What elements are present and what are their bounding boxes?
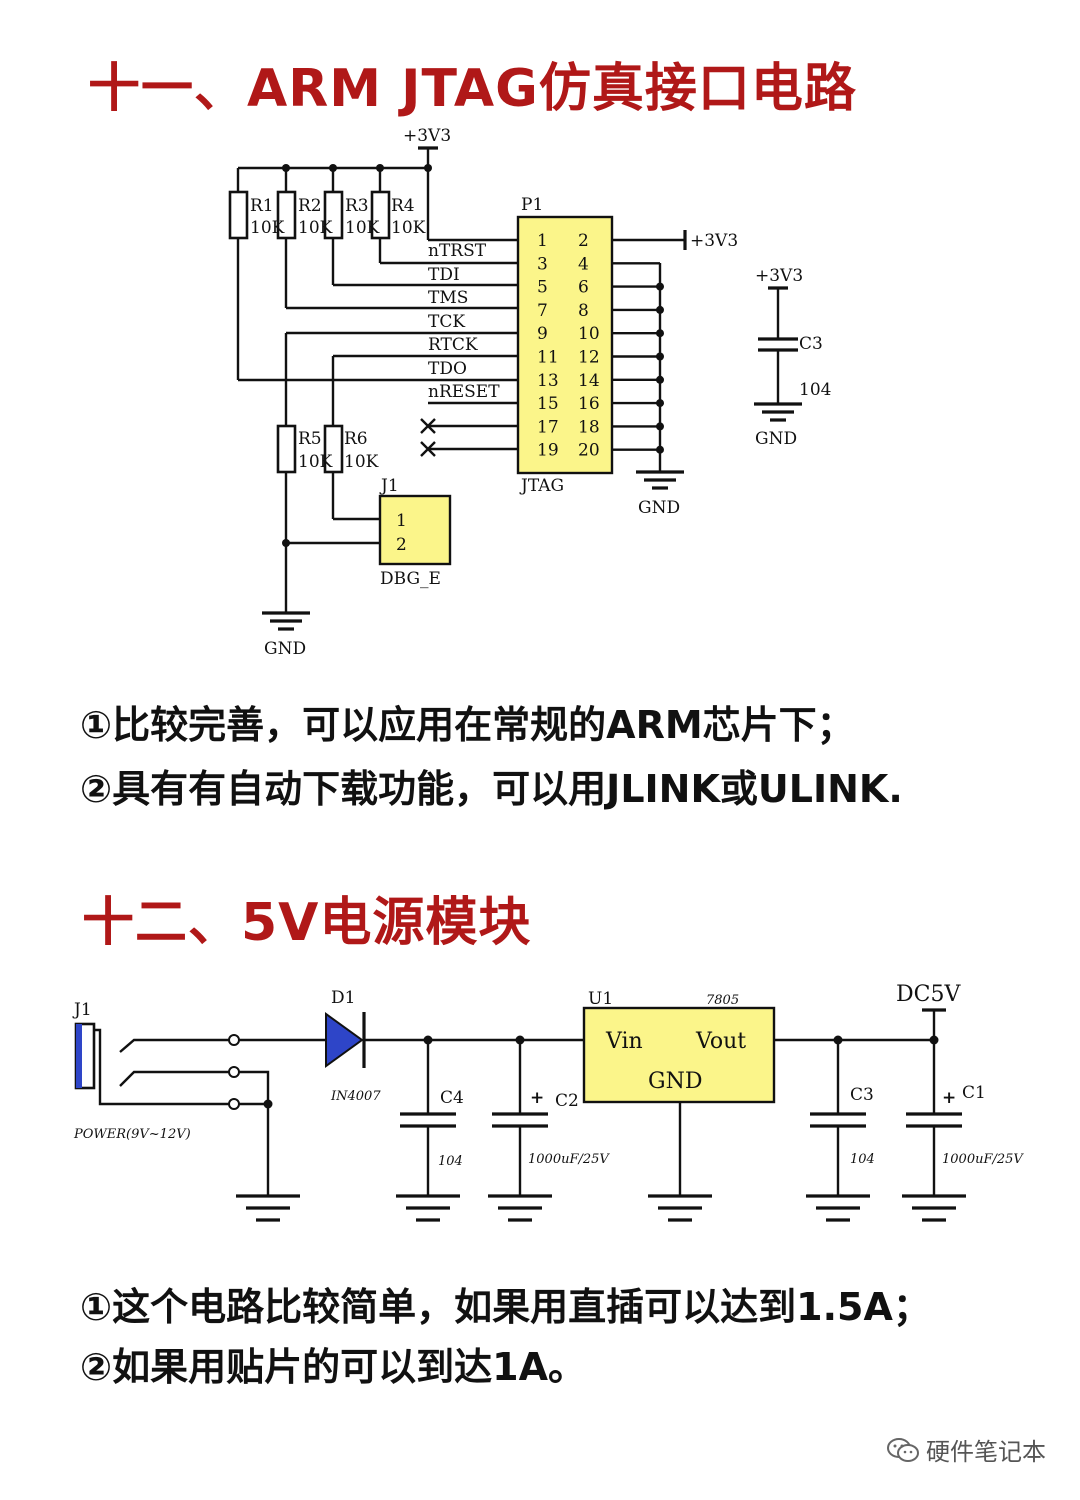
regulator-vout: Vout [695,1029,746,1054]
connector-pin-number: 10 [578,324,600,344]
regulator-gnd: GND [648,1069,702,1094]
wechat-icon [887,1437,919,1462]
connector-pin-number: 9 [537,324,548,344]
c2-ref: C2 [555,1091,579,1111]
connector-pin-number: 14 [578,371,600,391]
signal-tdo: TDO [428,359,467,379]
jtag-gnd-label: GND [638,498,680,518]
r6-value: 10K [344,452,379,472]
connector-pin-number: 3 [537,254,548,274]
c1-polarity: + [942,1088,956,1108]
debug-jumper [378,494,452,566]
r2-ref: R2 [298,196,322,216]
r3-value: 10K [345,218,380,238]
signal-tck: TCK [428,312,465,332]
supply-label: +3V3 [403,126,451,146]
r1-ref: R1 [250,196,274,216]
regulator-part: 7805 [706,993,739,1008]
jumper-ref: J1 [379,476,399,496]
resistor-r2 [276,190,297,240]
resistor-r4 [370,190,391,240]
jack-ref: J1 [72,1000,92,1020]
pin2-net: +3V3 [690,231,738,251]
r3-ref: R3 [345,196,369,216]
connector-pin-number: 17 [537,417,559,437]
section1-note-2: ②具有有自动下载功能，可以用JLINK或ULINK. [80,767,903,811]
connector-pin-number: 11 [537,348,559,368]
connector-pin-number: 15 [537,394,559,414]
connector-pin-number: 5 [537,278,548,298]
r5-ref: R5 [298,429,322,449]
section2-note-1: ①这个电路比较简单，如果用直插可以达到1.5A； [80,1285,931,1329]
signal-nreset: nRESET [428,382,500,402]
regulator-vin: Vin [605,1029,643,1054]
connector-ref: P1 [521,195,543,215]
section1-title: 十一、ARM JTAG仿真接口电路 [88,59,857,119]
jumper-name: DBG_E [380,569,441,589]
r5-value: 10K [298,452,333,472]
jack-label: POWER(9V~12V) [73,1127,191,1142]
c2-polarity: + [530,1088,544,1108]
connector-pin-number: 16 [578,394,600,414]
connector-pin-number: 2 [578,231,589,251]
signal-ntrst: nTRST [428,241,487,261]
c3b-value: 104 [850,1152,875,1167]
jtag-connector [516,215,614,475]
r1-value: 10K [250,218,285,238]
regulator-ref: U1 [588,989,613,1009]
c1-value: 1000uF/25V [942,1152,1024,1167]
c4-value: 104 [438,1154,463,1169]
c3-ref: C3 [799,334,823,354]
regulator-u1 [582,1006,776,1104]
section1-note-1: ①比较完善，可以应用在常规的ARM芯片下； [80,703,855,747]
r4-ref: R4 [391,196,415,216]
c1-ref: C1 [962,1083,986,1103]
connector-pin-number: 8 [578,301,589,321]
connector-pin-number: 4 [578,254,589,274]
connector-pin-number: 20 [578,441,600,461]
r4-value: 10K [391,218,426,238]
r2-value: 10K [298,218,333,238]
signal-rtck: RTCK [428,335,478,355]
connector-pin-number: 12 [578,348,600,368]
c3b-ref: C3 [850,1085,874,1105]
resistor-r3 [323,190,344,240]
connector-pin-number: 13 [537,371,559,391]
c3-supply: +3V3 [755,266,803,286]
bottom-gnd-label: GND [264,639,306,659]
resistor-r6 [323,424,344,474]
signal-tms: TMS [428,288,468,308]
diode-part: IN4007 [330,1089,381,1104]
c3-value: 104 [799,380,831,400]
connector-pin-number: 7 [537,301,548,321]
connector-name: JTAG [519,476,564,496]
c2-value: 1000uF/25V [528,1152,610,1167]
connector-pin-number: 1 [537,231,548,251]
jumper-pin1: 1 [396,511,407,531]
resistor-r5 [276,424,297,474]
connector-pin-number: 6 [578,278,589,298]
connector-pin-number: 19 [537,441,559,461]
resistor-r1 [228,190,249,240]
diode-d1 [325,1012,364,1068]
output-label: DC5V [896,982,961,1007]
watermark-text: 硬件笔记本 [926,1438,1046,1466]
section2-title: 十二、5V电源模块 [82,893,532,953]
c4-ref: C4 [440,1088,464,1108]
watermark: 硬件笔记本 [886,1432,1046,1467]
signal-tdi: TDI [428,265,460,285]
section2-note-2: ②如果用贴片的可以到达1A。 [80,1345,587,1389]
c3-gnd: GND [755,429,797,449]
diode-ref: D1 [331,988,355,1008]
connector-pin-number: 18 [578,417,600,437]
jumper-pin2: 2 [396,535,407,555]
r6-ref: R6 [344,429,368,449]
